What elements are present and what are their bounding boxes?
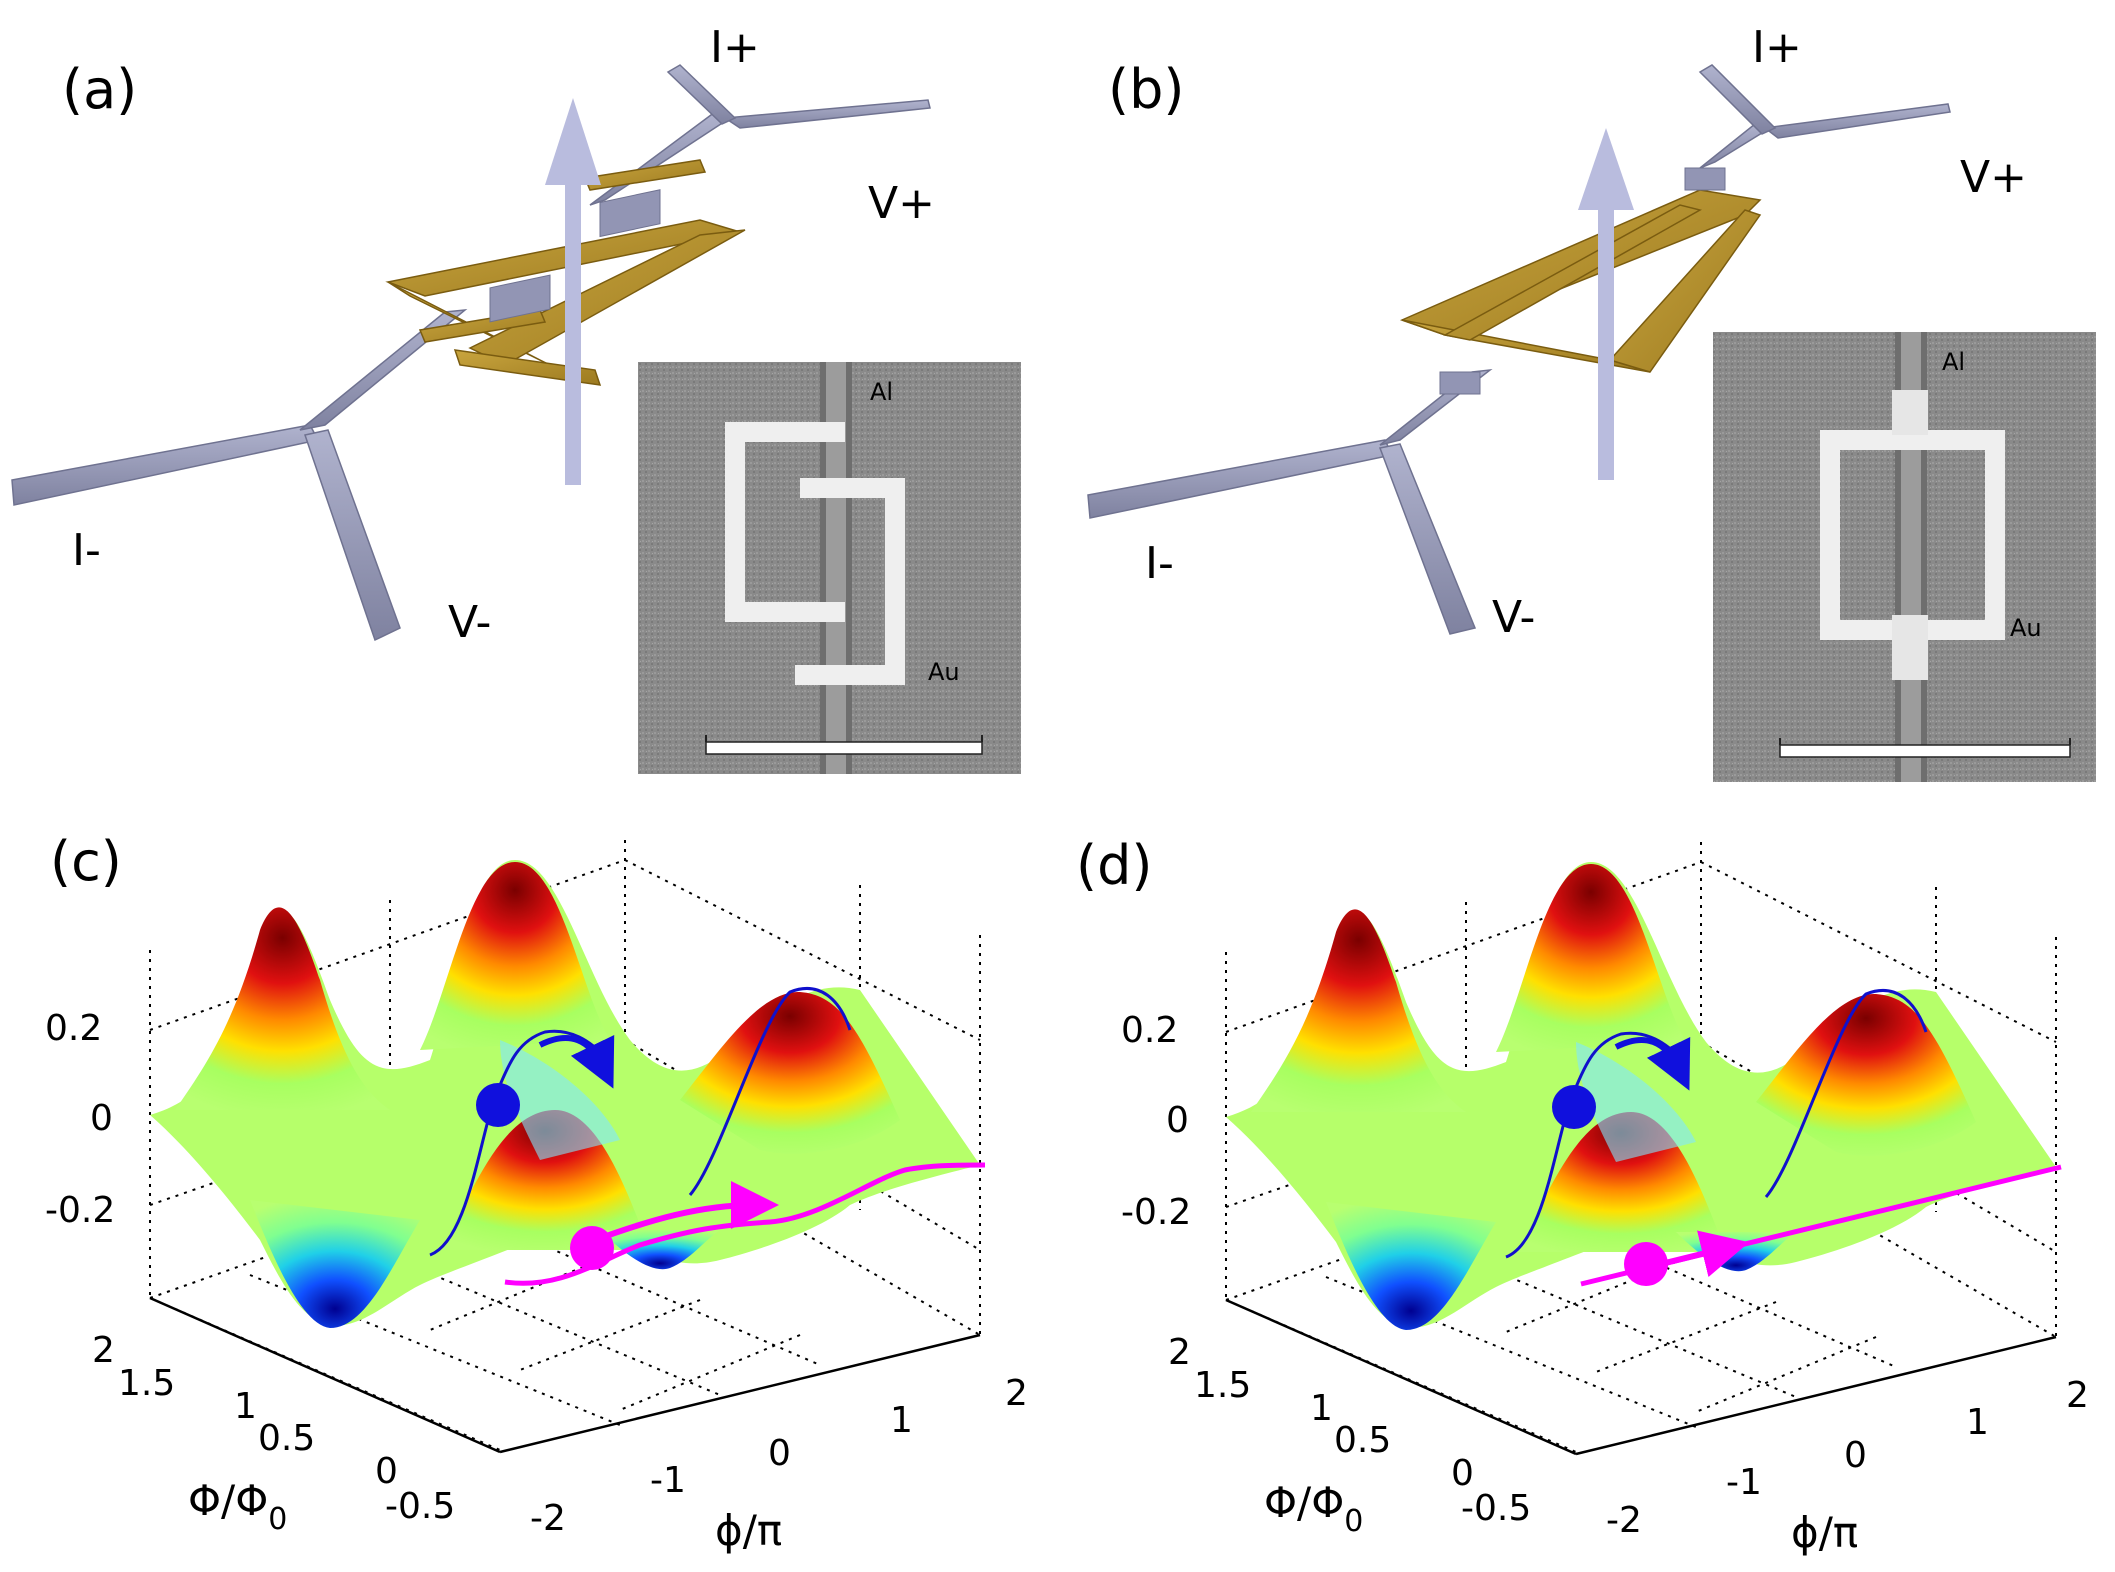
sem-inset-a: Al Au: [638, 362, 1021, 774]
z-tick: -0.2: [45, 1190, 115, 1231]
wire-v-plus: [1763, 103, 1951, 139]
label-v-plus: V+: [1960, 152, 2027, 203]
panel-b: (b) I+ V+ I- V-: [1087, 22, 2096, 782]
label-i-plus: I+: [1752, 22, 1802, 73]
trajectories: [429, 986, 986, 1286]
label-v-minus: V-: [448, 597, 491, 648]
phase-tick: 0: [1844, 1435, 1867, 1476]
phase-tick: 1: [1966, 1402, 1989, 1443]
panel-b-gold-loop: [1399, 189, 1762, 373]
flux-tick: -0.5: [1461, 1488, 1531, 1529]
magnetic-field-arrow: [545, 98, 601, 485]
flux-axis-label: Φ/Φ0: [1264, 1478, 1363, 1539]
blue-trajectory: [429, 1029, 610, 1257]
magnetic-field-arrow: [1578, 128, 1634, 480]
flux-tick: 1: [1310, 1388, 1333, 1429]
flux-tick: 2: [92, 1330, 115, 1371]
flux-tick: 1: [234, 1386, 257, 1427]
potential-surface: [150, 860, 980, 1328]
scale-bar: [1779, 738, 2071, 758]
blue-trajectory: [1505, 1031, 1686, 1259]
flux-tick: 2: [1168, 1332, 1191, 1373]
blue-trajectory-right: [1764, 988, 1928, 1198]
flux-tick: 0.5: [258, 1418, 315, 1459]
phase-tick: 2: [1005, 1373, 1028, 1414]
magenta-arrow: [593, 1181, 779, 1243]
sem-label-al: Al: [1942, 348, 1965, 376]
wire-i-plus: [666, 64, 737, 125]
label-v-minus: V-: [1492, 592, 1535, 643]
blue-particle: [476, 1083, 520, 1127]
z-tick: -0.2: [1121, 1192, 1191, 1233]
magenta-particle: [570, 1226, 614, 1270]
wire-v-minus: [1378, 443, 1477, 635]
wire-v-minus: [304, 429, 401, 642]
flux-tick: 0.5: [1334, 1420, 1391, 1461]
phase-tick: 1: [890, 1400, 913, 1441]
blue-particle: [1552, 1085, 1596, 1129]
blue-arrow: [538, 1034, 615, 1089]
panel-c: (c): [45, 830, 1028, 1555]
phase-tick: -2: [1606, 1500, 1642, 1541]
phase-axis-label: ϕ/π: [1791, 1508, 1858, 1557]
sem-label-au: Au: [928, 658, 960, 686]
flux-tick: -0.5: [385, 1486, 455, 1527]
flux-tick: 1.5: [1194, 1365, 1251, 1406]
scale-bar: [705, 735, 983, 755]
panel-c-label: (c): [50, 830, 122, 893]
al-pad: [1439, 371, 1481, 395]
wire-i-plus: [1698, 64, 1777, 135]
z-tick: 0.2: [45, 1008, 102, 1049]
panel-b-wires: [1087, 64, 1951, 635]
al-pad: [1684, 167, 1726, 191]
magenta-particle: [1624, 1242, 1668, 1286]
blue-trajectory-right: [688, 986, 852, 1196]
sem-inset-b: Al Au: [1713, 332, 2096, 782]
phase-tick: 0: [768, 1433, 791, 1474]
flux-tick: 0: [375, 1451, 398, 1492]
flux-tick: 0: [1451, 1453, 1474, 1494]
label-v-plus: V+: [868, 178, 935, 229]
blue-arrow: [1614, 1036, 1691, 1091]
sem-label-al: Al: [870, 378, 893, 406]
phase-tick: -1: [1726, 1462, 1762, 1503]
al-pad: [599, 189, 661, 238]
label-i-plus: I+: [710, 22, 760, 73]
wire-i-minus: [11, 424, 320, 506]
al-pad: [489, 274, 551, 323]
magenta-arrow: [1660, 1230, 1750, 1278]
wire-v-plus: [722, 99, 931, 129]
z-tick: 0: [1166, 1100, 1189, 1141]
wire-i-minus: [1087, 439, 1394, 519]
label-i-minus: I-: [1145, 538, 1174, 589]
phase-axis-label: ϕ/π: [715, 1506, 782, 1555]
flux-axis-label: Φ/Φ0: [188, 1476, 287, 1537]
label-i-minus: I-: [72, 525, 101, 576]
phase-tick: -1: [650, 1460, 686, 1501]
panel-b-label: (b): [1108, 58, 1184, 121]
phase-tick: 2: [2066, 1375, 2089, 1416]
z-tick: 0: [90, 1098, 113, 1139]
phase-tick: -2: [530, 1498, 566, 1539]
panel-d-label: (d): [1076, 834, 1152, 897]
panel-a-label: (a): [62, 58, 137, 121]
potential-surface: [1226, 862, 2056, 1330]
sem-label-au: Au: [2010, 614, 2042, 642]
panel-d: (d): [1076, 834, 2089, 1557]
panel-a-gold-loop: [385, 159, 746, 386]
panel-a: (a) I+ V+ I- V-: [11, 22, 1021, 774]
z-tick: 0.2: [1121, 1010, 1178, 1051]
flux-tick: 1.5: [118, 1363, 175, 1404]
